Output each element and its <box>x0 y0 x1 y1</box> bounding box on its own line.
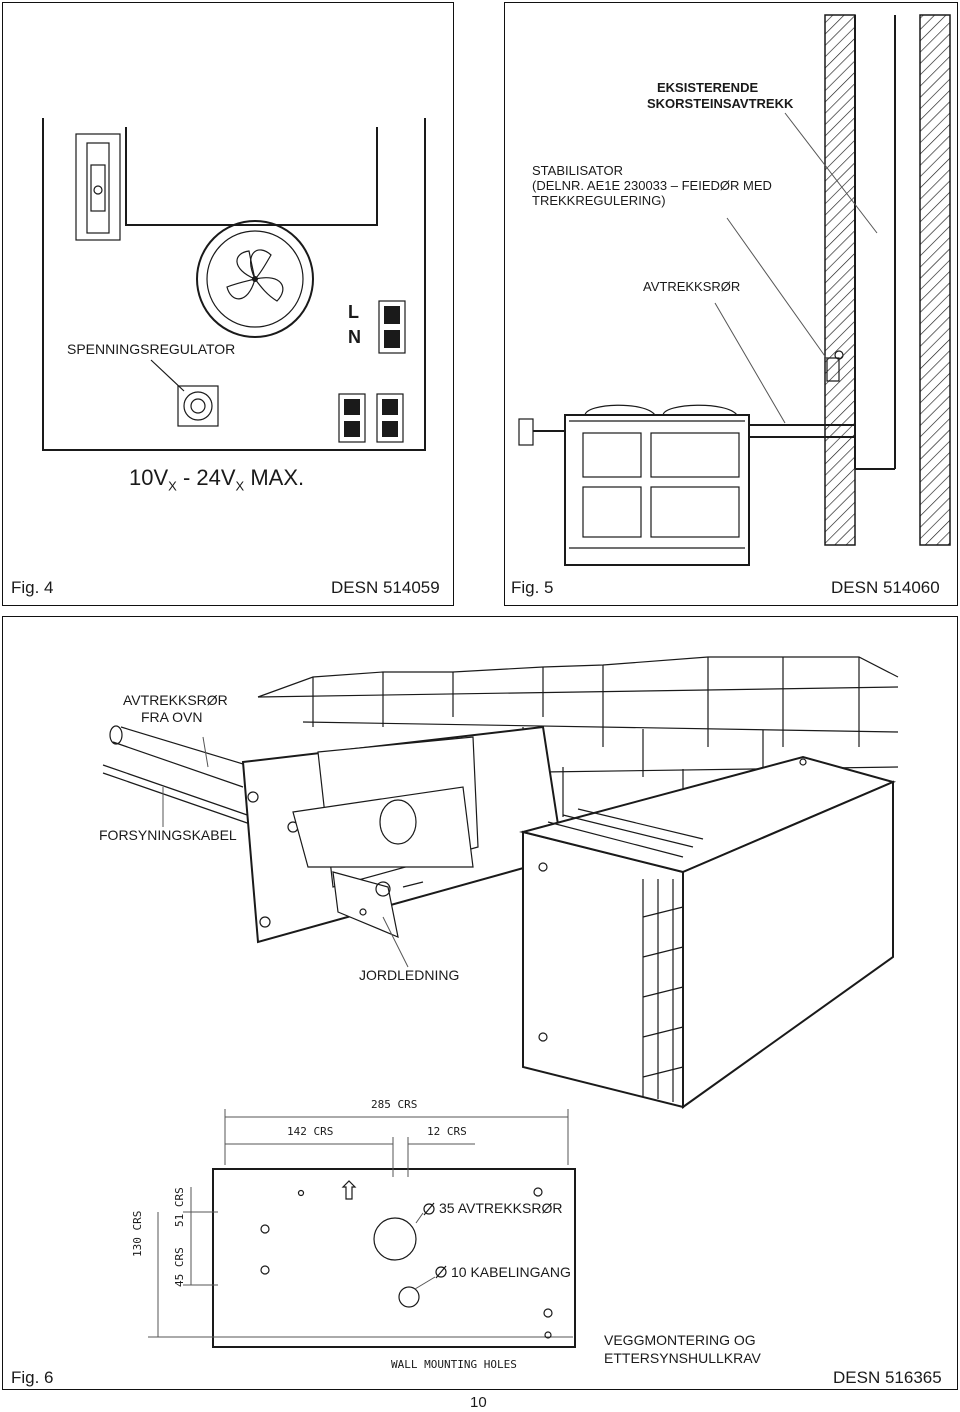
wall-hatch-right <box>919 14 951 546</box>
mounting-plate <box>212 1168 576 1348</box>
terminal-n-label: N <box>348 327 361 347</box>
page-number: 10 <box>470 1394 487 1411</box>
dim-51: 51 CRS <box>173 1187 186 1227</box>
brick-wall <box>257 656 899 817</box>
stabiliser-label-3: TREKKREGULERING) <box>532 193 666 208</box>
terminal-l-label: L <box>348 302 359 322</box>
voltage-sub-2: X <box>235 478 245 494</box>
earth-lead-label: JORDLEDNING <box>359 967 460 983</box>
hole-10-label: 10 KABELINGANG <box>451 1264 571 1280</box>
voltage-sub-1: X <box>168 478 177 494</box>
dim-12: 12 CRS <box>427 1125 467 1138</box>
wall-holes-label: WALL MOUNTING HOLES <box>391 1358 517 1371</box>
fig5-code: DESN 514060 <box>831 578 940 597</box>
cooker-icon <box>564 404 750 566</box>
wall-mount-label-2: ETTERSYNSHULLKRAV <box>604 1350 761 1366</box>
regulator-knob-icon <box>177 385 219 427</box>
terminal-block-left <box>338 393 366 443</box>
hole-35-label: 35 AVTREKKSRØR <box>439 1200 563 1216</box>
dim-142: 142 CRS <box>287 1125 334 1138</box>
voltage-max-suffix: MAX. <box>244 465 305 490</box>
supply-cable <box>102 764 254 826</box>
dim-130: 130 CRS <box>131 1210 144 1257</box>
fig5-caption: Fig. 5 <box>511 578 554 597</box>
flue-from-oven-2: FRA OVN <box>141 709 203 725</box>
voltage-max: - 24V <box>176 465 236 490</box>
fig6-caption: Fig. 6 <box>11 1368 54 1387</box>
regulator-label: SPENNINGSREGULATOR <box>67 341 236 357</box>
flue-pipe <box>109 725 254 788</box>
stabiliser-label-2: (DELNR. AE1E 230033 – FEIEDØR MED <box>532 178 772 193</box>
fig6-drawing <box>102 656 899 1348</box>
diameter-symbol-35 <box>423 1202 435 1216</box>
fan-icon <box>196 220 314 338</box>
fig4-code: DESN 514059 <box>331 578 440 597</box>
fig6-code: DESN 516365 <box>833 1368 942 1387</box>
fuse-holder-icon <box>75 133 121 241</box>
supply-cable-label: FORSYNINGSKABEL <box>99 827 237 843</box>
dim-285: 285 CRS <box>371 1098 418 1111</box>
chimney-label-2: SKORSTEINSAVTREKK <box>647 96 794 111</box>
dim-45: 45 CRS <box>173 1247 186 1287</box>
diameter-symbol-10 <box>435 1265 447 1279</box>
wall-hatch <box>824 14 856 546</box>
voltage-rating: 10VX - 24VX MAX. <box>129 465 304 493</box>
flue-label: AVTREKKSRØR <box>643 279 741 294</box>
dimension-lines <box>148 1109 573 1338</box>
fig5-panel: EKSISTERENDE SKORSTEINSAVTREKK STABILISA… <box>504 2 958 606</box>
stabiliser-label-1: STABILISATOR <box>532 163 624 178</box>
heater-grille <box>547 808 704 1102</box>
chimney-label-1: EKSISTERENDE <box>657 80 759 95</box>
terminal-block-right <box>376 393 404 443</box>
plate-holes <box>260 1180 553 1339</box>
wall-mount-label-1: VEGGMONTERING OG <box>604 1332 756 1348</box>
fig4-caption: Fig. 4 <box>11 578 54 597</box>
flue-from-oven-1: AVTREKKSRØR <box>123 692 228 708</box>
fig4-panel: SPENNINGSREGULATOR L N 10VX - 24VX MAX. … <box>2 2 454 606</box>
ln-terminal-block <box>378 300 406 354</box>
fig4-drawing <box>42 118 426 451</box>
fig5-drawing <box>518 14 951 566</box>
fig6-panel: AVTREKKSRØR FRA OVN FORSYNINGSKABEL JORD… <box>2 616 958 1390</box>
voltage-min: 10V <box>129 465 169 490</box>
mounting-bracket <box>292 736 479 938</box>
